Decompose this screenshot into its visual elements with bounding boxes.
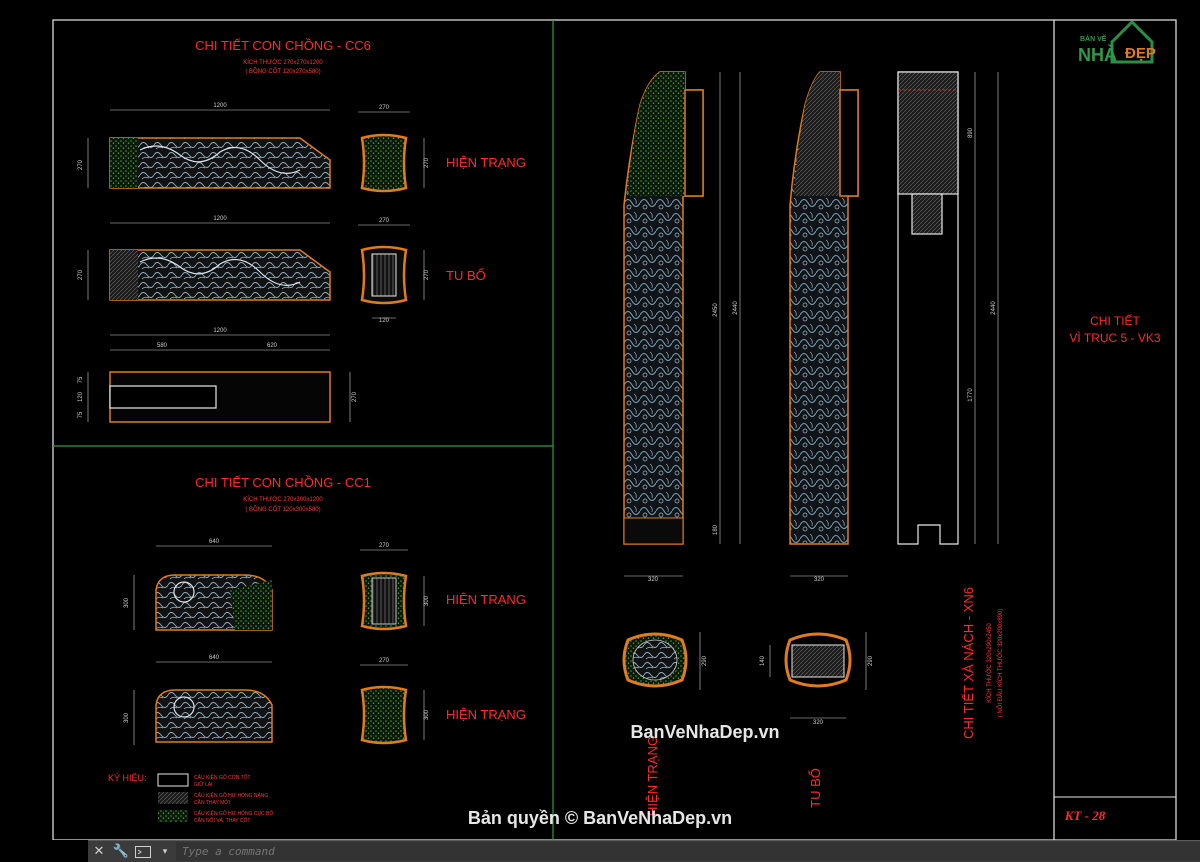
svg-text:320: 320: [814, 577, 825, 583]
svg-text:120: 120: [78, 391, 84, 402]
svg-text:640: 640: [209, 655, 220, 661]
cc1-current-section-1: 270 300: [360, 543, 430, 631]
svg-text:300: 300: [424, 595, 430, 606]
cc1-label-current-1: HIỆN TRẠNG: [446, 592, 526, 607]
logo-small-text: BẢN VẼ: [1080, 34, 1107, 43]
svg-text:300: 300: [424, 709, 430, 720]
sheet-code: KT - 28: [1064, 808, 1106, 823]
xn6-core-elevation: 890 1770 2440: [897, 71, 999, 545]
close-icon[interactable]: ✕: [93, 844, 105, 859]
command-input[interactable]: [176, 842, 1200, 861]
logo: BẢN VẼ NHÀ ĐẸP: [1078, 19, 1156, 65]
svg-text:320: 320: [648, 577, 659, 583]
svg-text:320: 320: [813, 720, 824, 726]
xn6-core-size: ( NỐI ĐẦU KÍCH THƯỚC 320x290x890): [997, 609, 1004, 718]
svg-text:270: 270: [352, 391, 358, 402]
legend-swatch-replace: [158, 792, 188, 804]
svg-text:CẦN THAY MỚI: CẦN THAY MỚI: [194, 799, 230, 806]
svg-text:180: 180: [713, 524, 719, 535]
svg-text:120: 120: [379, 318, 390, 324]
command-history-dropdown-icon[interactable]: ▾: [162, 846, 168, 857]
title-block-line2: VÌ TRỤC 5 - VK3: [1069, 330, 1160, 345]
svg-text:CẦN NỐI VÁ, THAY CỐT: CẦN NỐI VÁ, THAY CỐT: [194, 817, 250, 824]
svg-text:75: 75: [78, 411, 84, 418]
xn6-restored-section: 140 290 320: [760, 632, 874, 726]
svg-text:CẤU KIỆN GỖ HƯ HỎNG CỤC BỘ: CẤU KIỆN GỖ HƯ HỎNG CỤC BỘ: [194, 809, 273, 817]
svg-text:290: 290: [702, 655, 708, 666]
legend: KÝ HIỆU: CẤU KIỆN GỖ CÒN TỐT GIỮ LẠI CẤU…: [108, 773, 273, 824]
cc6-label-current: HIỆN TRẠNG: [446, 155, 526, 170]
cc1-current-elevation-2: 640 300: [124, 655, 273, 745]
cc6-core-plan: 1200 580 620 75 120 75 270: [78, 328, 358, 423]
svg-text:1200: 1200: [213, 216, 227, 222]
cc6-current-elevation: 1200 270: [78, 103, 331, 189]
logo-main-text: NHÀ: [1078, 44, 1117, 65]
xn6-label-restore: TU BỔ: [808, 768, 823, 808]
svg-text:CẤU KIỆN GỖ HƯ HỎNG NẶNG: CẤU KIỆN GỖ HƯ HỎNG NẶNG: [194, 791, 268, 799]
cc1-size: KÍCH THƯỚC 270x300x1200: [243, 496, 323, 503]
svg-text:75: 75: [78, 376, 84, 383]
svg-text:580: 580: [157, 343, 168, 349]
svg-text:1200: 1200: [213, 328, 227, 334]
wrench-icon[interactable]: 🔧: [112, 844, 130, 859]
svg-text:2440: 2440: [991, 301, 997, 315]
svg-text:640: 640: [209, 539, 220, 545]
house-icon: [1110, 19, 1154, 64]
svg-text:GIỮ LẠI: GIỮ LẠI: [194, 781, 212, 788]
copyright-text: Bản quyền © BanVeNhaDep.vn: [468, 808, 732, 828]
watermark-text: BanVeNhaDep.vn: [630, 722, 779, 742]
cc6-current-section: 270 270: [358, 105, 430, 193]
cc6-core-size: ( BỒNG CỐT 120x270x580): [245, 68, 320, 75]
svg-text:300: 300: [124, 712, 130, 723]
cc1-current-section-2: 270 300: [360, 658, 430, 745]
cc1-current-elevation-1: 640 300: [124, 539, 273, 631]
svg-text:270: 270: [379, 218, 390, 224]
svg-text:270: 270: [78, 269, 84, 280]
command-line-bar: ✕ 🔧 ▾: [88, 840, 1200, 862]
svg-text:270: 270: [379, 658, 390, 664]
svg-text:270: 270: [379, 543, 390, 549]
svg-text:140: 140: [760, 655, 766, 666]
xn6-current-elevation: 2450 2440 180 320: [623, 71, 741, 583]
title-block-line1: CHI TIẾT: [1090, 313, 1140, 328]
svg-text:290: 290: [868, 655, 874, 666]
cc1-title: CHI TIẾT CON CHỒNG - CC1: [195, 475, 371, 490]
svg-text:270: 270: [424, 157, 430, 168]
svg-text:2450: 2450: [713, 303, 719, 317]
cc6-restored-elevation: 1200 270: [78, 216, 331, 301]
legend-swatch-good: [157, 773, 189, 787]
status-strip-left: [0, 840, 88, 861]
cc6-size: KÍCH THƯỚC 270x270x1200: [243, 59, 323, 66]
svg-text:270: 270: [379, 105, 390, 111]
xn6-size: KÍCH THƯỚC 320x290x2450: [986, 623, 993, 703]
xn6-restored-elevation: 320: [789, 71, 859, 583]
svg-text:270: 270: [424, 269, 430, 280]
svg-text:890: 890: [968, 127, 974, 138]
svg-text:1770: 1770: [968, 388, 974, 402]
svg-text:1200: 1200: [213, 103, 227, 109]
xn6-title: CHI TIẾT XÀ NÁCH - XN6: [961, 587, 976, 739]
xn6-current-section: 290: [622, 632, 708, 690]
cc1-label-current-2: HIỆN TRẠNG: [446, 707, 526, 722]
xn6-label-current: HIỆN TRẠNG: [645, 736, 660, 816]
cc1-core-size: ( BỒNG CỐT 120x300x580): [245, 506, 320, 513]
cc6-title: CHI TIẾT CON CHỒNG - CC6: [195, 38, 371, 53]
command-prompt-icon[interactable]: [132, 842, 154, 861]
svg-text:300: 300: [124, 597, 130, 608]
svg-text:270: 270: [78, 159, 84, 170]
svg-text:CẤU KIỆN GỖ CÒN TỐT: CẤU KIỆN GỖ CÒN TỐT: [194, 773, 251, 781]
cc6-label-restore: TU BỔ: [446, 268, 486, 283]
cc6-restored-section: 270 120 270: [358, 218, 430, 324]
legend-title: KÝ HIỆU:: [108, 773, 147, 783]
svg-text:2440: 2440: [733, 301, 739, 315]
logo-suffix-text: ĐẸP: [1125, 45, 1156, 62]
svg-text:620: 620: [267, 343, 278, 349]
legend-swatch-repair: [158, 810, 188, 822]
